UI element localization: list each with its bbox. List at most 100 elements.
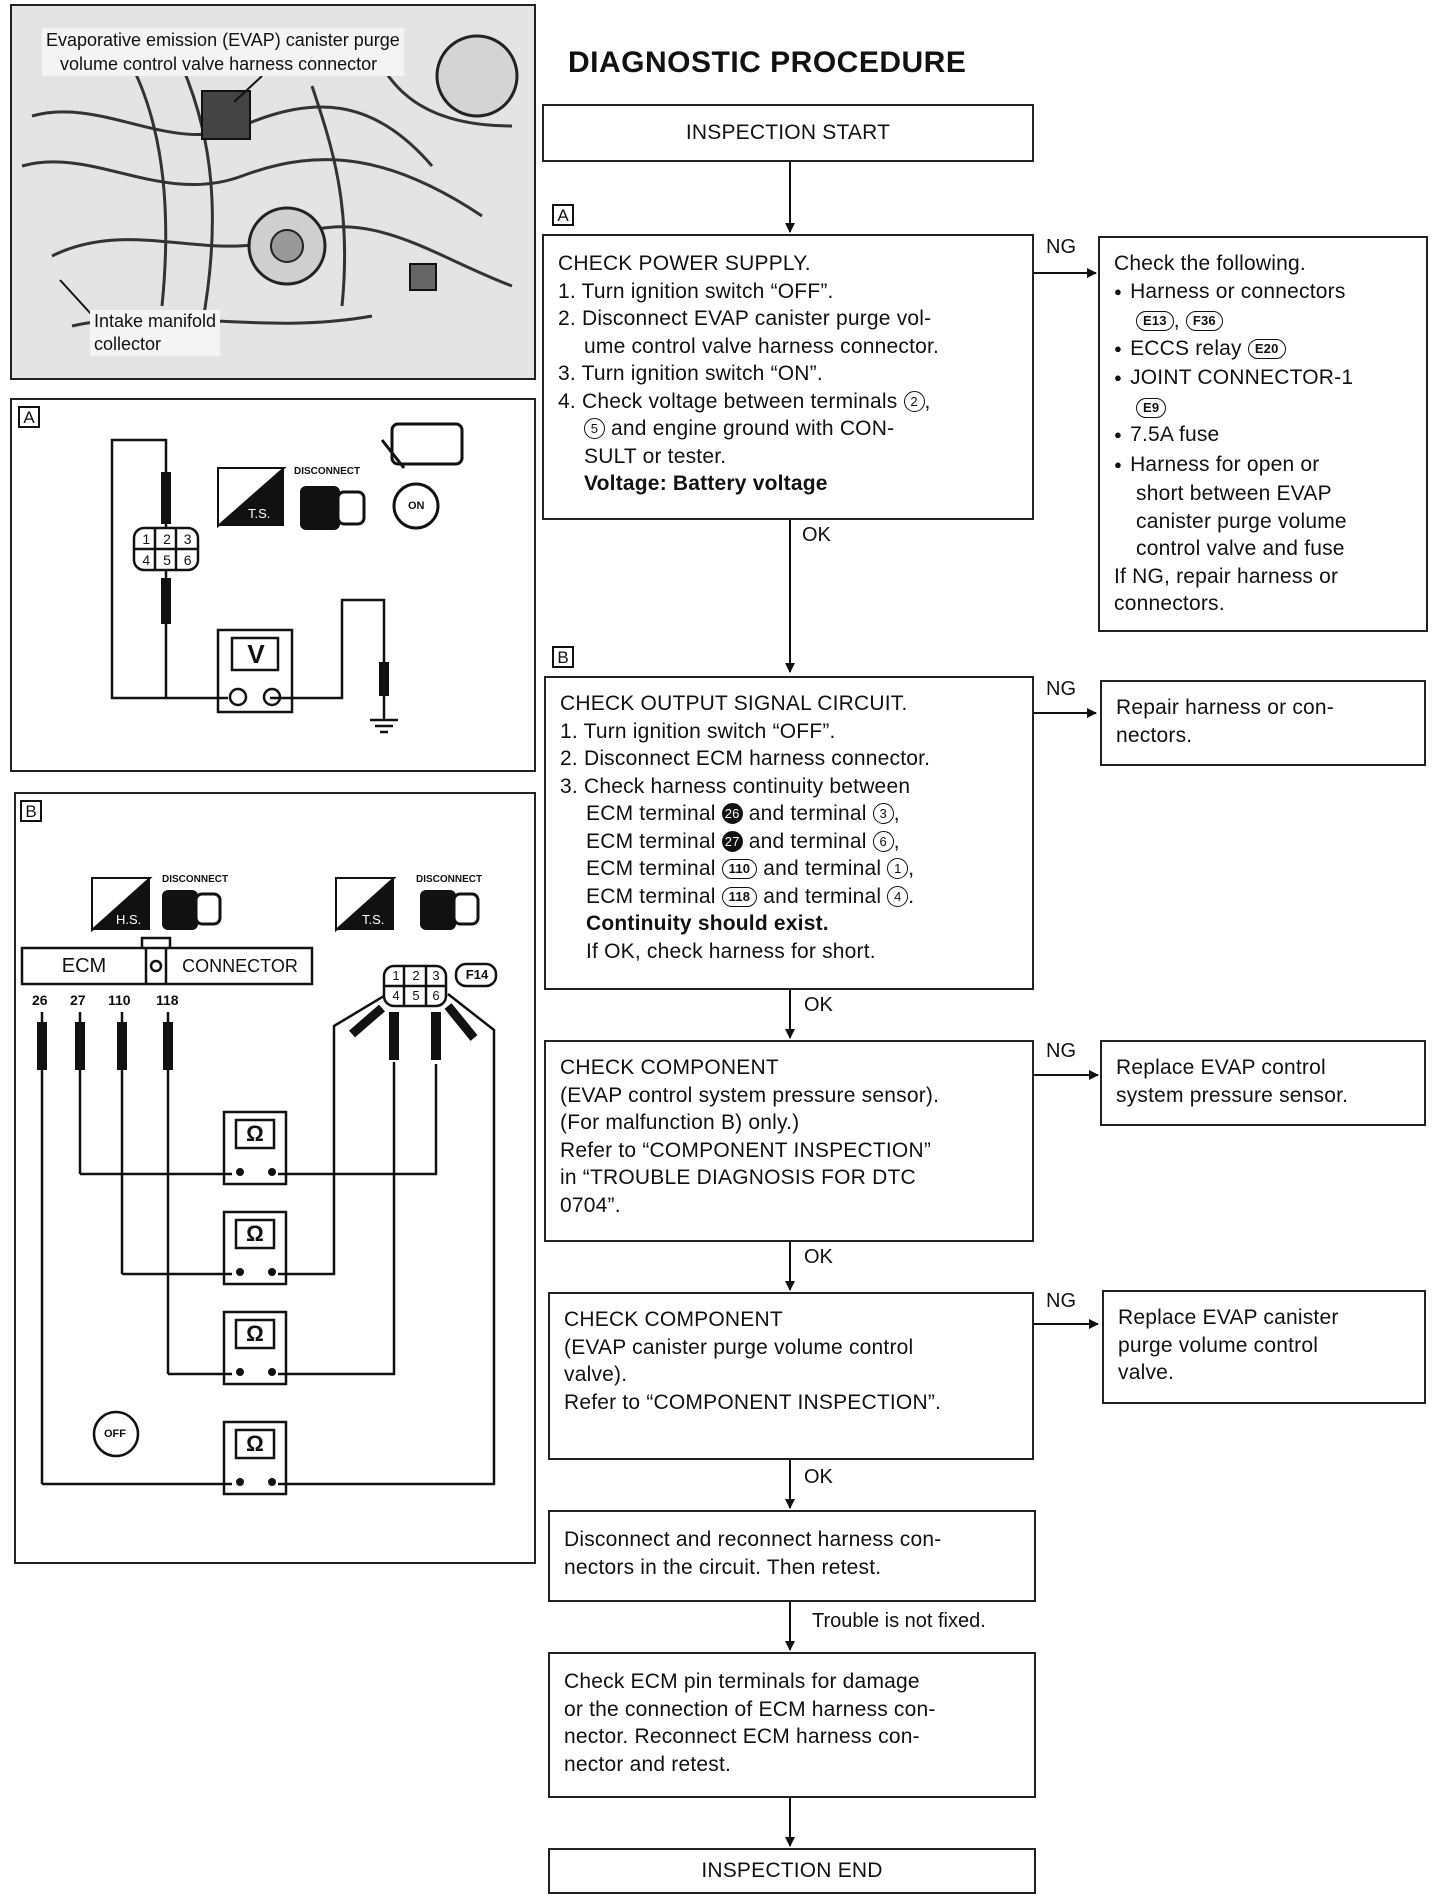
step-a-line2: 2. Disconnect EVAP canister purge vol-	[558, 307, 932, 330]
step-d-ok-label: OK	[804, 1466, 833, 1488]
step-e-line2: nectors in the circuit. Then retest.	[564, 1555, 882, 1579]
terminal-6-badge: 6	[872, 830, 894, 852]
step-d-ng-label: NG	[1046, 1290, 1076, 1312]
panel-b-terminal-118: 118	[156, 992, 179, 1008]
terminal-118-badge: 118	[721, 886, 758, 907]
photo-caption-evap: Evaporative emission (EVAP) canister pur…	[42, 28, 404, 76]
connector-e13-badge: E13	[1136, 311, 1174, 331]
ng-a-footer1: If NG, repair harness or	[1114, 564, 1339, 588]
photo-caption-evap-line2: volume control valve harness connector	[60, 54, 378, 74]
ng-a-bullet1: Harness or connectors	[1114, 278, 1412, 308]
step-a-ng-label: NG	[1046, 236, 1076, 258]
ng-a-title: Check the following.	[1114, 252, 1306, 275]
replace-purge-valve-box: Replace EVAP canister purge volume contr…	[1102, 1290, 1426, 1404]
inspection-end-box: INSPECTION END	[548, 1848, 1036, 1894]
step-a-tag: A	[552, 204, 574, 226]
step-f-line1: Check ECM pin terminals for damage	[564, 1670, 920, 1693]
ecm-110-row-a: ECM terminal	[586, 857, 716, 880]
panel-b-f14-label: F14	[465, 967, 489, 982]
ng-a-bullet3: JOINT CONNECTOR-1	[1114, 364, 1412, 394]
step-a-line1: 1. Turn ignition switch “OFF”.	[558, 279, 834, 303]
check-output-signal-box: CHECK OUTPUT SIGNAL CIRCUIT. 1. Turn ign…	[544, 676, 1034, 990]
photo-caption-evap-line1: Evaporative emission (EVAP) canister pur…	[46, 30, 400, 50]
ng-a-bullet2-text: ECCS relay	[1130, 336, 1242, 360]
panel-b-continuity-check: B	[14, 792, 536, 1564]
check-ecm-pins-box: Check ECM pin terminals for damage or th…	[548, 1652, 1036, 1798]
connector-e20-badge: E20	[1247, 338, 1286, 359]
photo-caption-intake-line1: Intake manifold	[94, 311, 217, 331]
step-a-line4: 4. Check voltage between terminals 2,	[558, 389, 931, 413]
ecm-118-row-a: ECM terminal	[586, 884, 716, 908]
step-a-ok-label: OK	[802, 524, 831, 546]
step-d-line4: Refer to “COMPONENT INSPECTION”.	[564, 1390, 942, 1414]
reconnect-retest-box: Disconnect and reconnect harness con- ne…	[548, 1510, 1036, 1602]
panel-b-ohmmeter-1-label: Ω	[246, 1121, 264, 1146]
inspection-start-box: INSPECTION START	[542, 104, 1034, 162]
ecm-27-row-b: and terminal	[748, 829, 867, 853]
panel-a-on-label: ON	[408, 500, 425, 512]
ecm-27-row-a: ECM terminal	[586, 829, 716, 853]
panel-b-pin-4: 4	[392, 988, 400, 1003]
step-c-line4: Refer to “COMPONENT INSPECTION”	[560, 1138, 932, 1162]
check-following-box: Check the following. Harness or connecto…	[1098, 236, 1428, 632]
step-d-line2: (EVAP canister purge volume control	[564, 1335, 914, 1359]
panel-b-ecm-label: ECM	[61, 955, 107, 977]
panel-a-pin-5: 5	[163, 552, 171, 568]
ng-d-line3: valve.	[1118, 1361, 1175, 1384]
ng-b-line1: Repair harness or con-	[1116, 696, 1334, 719]
ng-b-line2: nectors.	[1116, 723, 1193, 747]
step-c-line2: (EVAP control system pressure sensor).	[560, 1083, 940, 1107]
panel-b-connector-label: CONNECTOR	[182, 956, 298, 976]
step-b-spec: Continuity should exist.	[586, 912, 829, 935]
terminal-27-badge: 27	[721, 830, 743, 852]
panel-b-ts-label: T.S.	[362, 912, 385, 927]
step-a-title: CHECK POWER SUPPLY.	[558, 252, 811, 275]
ng-c-line2: system pressure sensor.	[1116, 1083, 1349, 1107]
step-a-line4a: 4. Check voltage between terminals	[558, 389, 898, 413]
step-e-line1: Disconnect and reconnect harness con-	[564, 1528, 942, 1551]
panel-b-pin-6: 6	[432, 988, 440, 1003]
step-c-line5: in “TROUBLE DIAGNOSIS FOR DTC	[560, 1166, 916, 1189]
ng-a-bullet5d: control valve and fuse	[1136, 537, 1345, 560]
panel-a-disconnect-label: DISCONNECT	[294, 466, 361, 477]
step-a-line4b: and engine ground with CON-	[611, 417, 895, 440]
step-d-line1: CHECK COMPONENT	[564, 1308, 783, 1331]
step-b-title: CHECK OUTPUT SIGNAL CIRCUIT.	[560, 692, 908, 715]
panel-b-terminal-110: 110	[108, 992, 131, 1008]
step-f-line3: nector. Reconnect ECM harness con-	[564, 1725, 920, 1748]
ng-a-bullet5: Harness for open or	[1114, 451, 1412, 481]
step-c-line1: CHECK COMPONENT	[560, 1056, 779, 1079]
photo-caption-intake: Intake manifold collector	[90, 310, 221, 356]
panel-b-f14-pins: 1 2 3 4 5 6	[386, 966, 446, 1006]
check-purge-valve-box: CHECK COMPONENT (EVAP canister purge vol…	[548, 1292, 1034, 1460]
panel-a-pin-4: 4	[142, 552, 151, 568]
ecm-110-row: ECM terminal 110 and terminal 1,	[586, 857, 915, 880]
step-b-ng-label: NG	[1046, 678, 1076, 700]
trouble-not-fixed-label: Trouble is not fixed.	[812, 1610, 986, 1632]
ecm-118-row: ECM terminal 118 and terminal 4.	[586, 884, 915, 908]
ecm-26-row: ECM terminal 26 and terminal 3,	[586, 802, 900, 825]
ng-a-e9: E9	[1114, 394, 1412, 422]
photo-caption-intake-line2: collector	[94, 334, 162, 354]
panel-a-wiring	[110, 422, 464, 734]
terminal-2-badge: 2	[903, 390, 925, 412]
replace-pressure-sensor-box: Replace EVAP control system pressure sen…	[1100, 1040, 1426, 1126]
step-b-tag: B	[552, 646, 574, 668]
ng-c-line1: Replace EVAP control	[1116, 1056, 1326, 1079]
connector-e9-badge: E9	[1136, 397, 1167, 418]
step-b-last: If OK, check harness for short.	[586, 939, 876, 963]
step-f-line4: nector and retest.	[564, 1752, 732, 1776]
check-pressure-sensor-box: CHECK COMPONENT (EVAP control system pre…	[544, 1040, 1034, 1242]
panel-b-off-label: OFF	[104, 1428, 126, 1440]
panel-a-pin-6: 6	[183, 552, 192, 568]
step-f-line2: or the connection of ECM harness con-	[564, 1697, 936, 1721]
terminal-26-badge: 26	[721, 803, 743, 824]
terminal-110-badge: 110	[721, 859, 758, 879]
panel-b-pin-5: 5	[412, 988, 420, 1003]
ng-d-line1: Replace EVAP canister	[1118, 1306, 1339, 1329]
panel-a-voltmeter-label: V	[247, 639, 265, 669]
panel-b-pin-3: 3	[432, 968, 440, 983]
panel-b-disconnect-label-2: DISCONNECT	[416, 874, 483, 885]
step-a-spec: Voltage: Battery voltage	[584, 472, 828, 495]
ecm-118-row-b: and terminal	[763, 884, 882, 908]
